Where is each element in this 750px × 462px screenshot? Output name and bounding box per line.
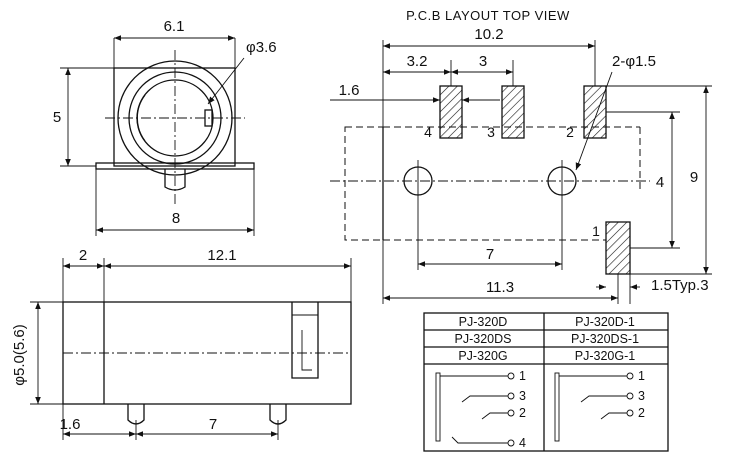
model-name: PJ-320DS [455,332,512,346]
schematic-pin: 4 [519,436,526,450]
pin-label-3: 3 [487,124,495,140]
dim-pin-pitch: 7 [209,416,217,433]
dim-pad-width: 1.6 [339,82,360,99]
schematic-pin: 3 [638,389,645,403]
dim-pad-typ: 1.5Typ.3 [651,277,709,294]
schematic-pin: 2 [519,406,526,420]
schematic-pin: 3 [519,389,526,403]
leader-hole-spec [575,71,613,171]
side-latch-inner [301,330,312,371]
dim-pitch-b: 3 [479,53,487,70]
pin-label-4: 4 [424,124,432,140]
schematic-pin: 1 [519,369,526,383]
dim-width-top: 6.1 [164,18,185,35]
leader-hole-dia [207,57,245,105]
dim-total-len: 12.1 [207,247,236,264]
dim-width-base: 8 [172,210,180,227]
dim-side-dia: φ5.0(5.6) [11,324,28,385]
dim-pcb-width: 10.2 [474,26,503,43]
pad-3 [501,85,525,139]
dim-hole-pitch: 7 [486,246,494,263]
schematic-pin: 2 [638,406,645,420]
dim-hole-spec: 2-φ1.5 [612,53,656,70]
model-name: PJ-320D-1 [575,315,635,329]
model-name: PJ-320G [458,349,507,363]
side-view: 2 12.1 φ5.0(5.6) 1.6 7 [11,247,352,440]
pcb-front-outline [344,126,384,241]
dim-pcb-height: 9 [690,169,698,186]
table-outline [423,312,669,452]
dim-row-gap: 4 [656,174,664,191]
dim-hole-dia: φ3.6 [246,39,277,56]
schematic-pin: 1 [638,369,645,383]
dim-pcb-length: 11.3 [486,279,514,296]
front-view: 6.1 φ3.6 5 8 [53,18,277,236]
schematic-right: 1 3 2 [554,369,645,442]
model-table: PJ-320D PJ-320D-1 PJ-320DS PJ-320DS-1 PJ… [423,312,669,452]
schematic-left: 1 3 2 4 [435,369,526,450]
pin-label-1: 1 [592,223,600,239]
dim-pitch-a: 3.2 [407,53,428,70]
pcb-layout-title: P.C.B LAYOUT TOP VIEW [406,8,570,23]
model-name: PJ-320D [459,315,508,329]
side-latch [291,302,319,379]
model-name: PJ-320G-1 [575,349,635,363]
dim-pin-offset: 1.6 [60,416,81,433]
pad-2 [583,85,607,139]
dim-height: 5 [53,109,61,126]
dim-front-len: 2 [79,247,87,264]
pad-4 [439,85,463,139]
model-name: PJ-320DS-1 [571,332,639,346]
pcb-layout-view: P.C.B LAYOUT TOP VIEW 4 3 2 1 10.2 3 [330,8,712,304]
pad-1 [605,221,631,275]
front-body-outline [113,67,236,167]
pin-label-2: 2 [566,124,574,140]
